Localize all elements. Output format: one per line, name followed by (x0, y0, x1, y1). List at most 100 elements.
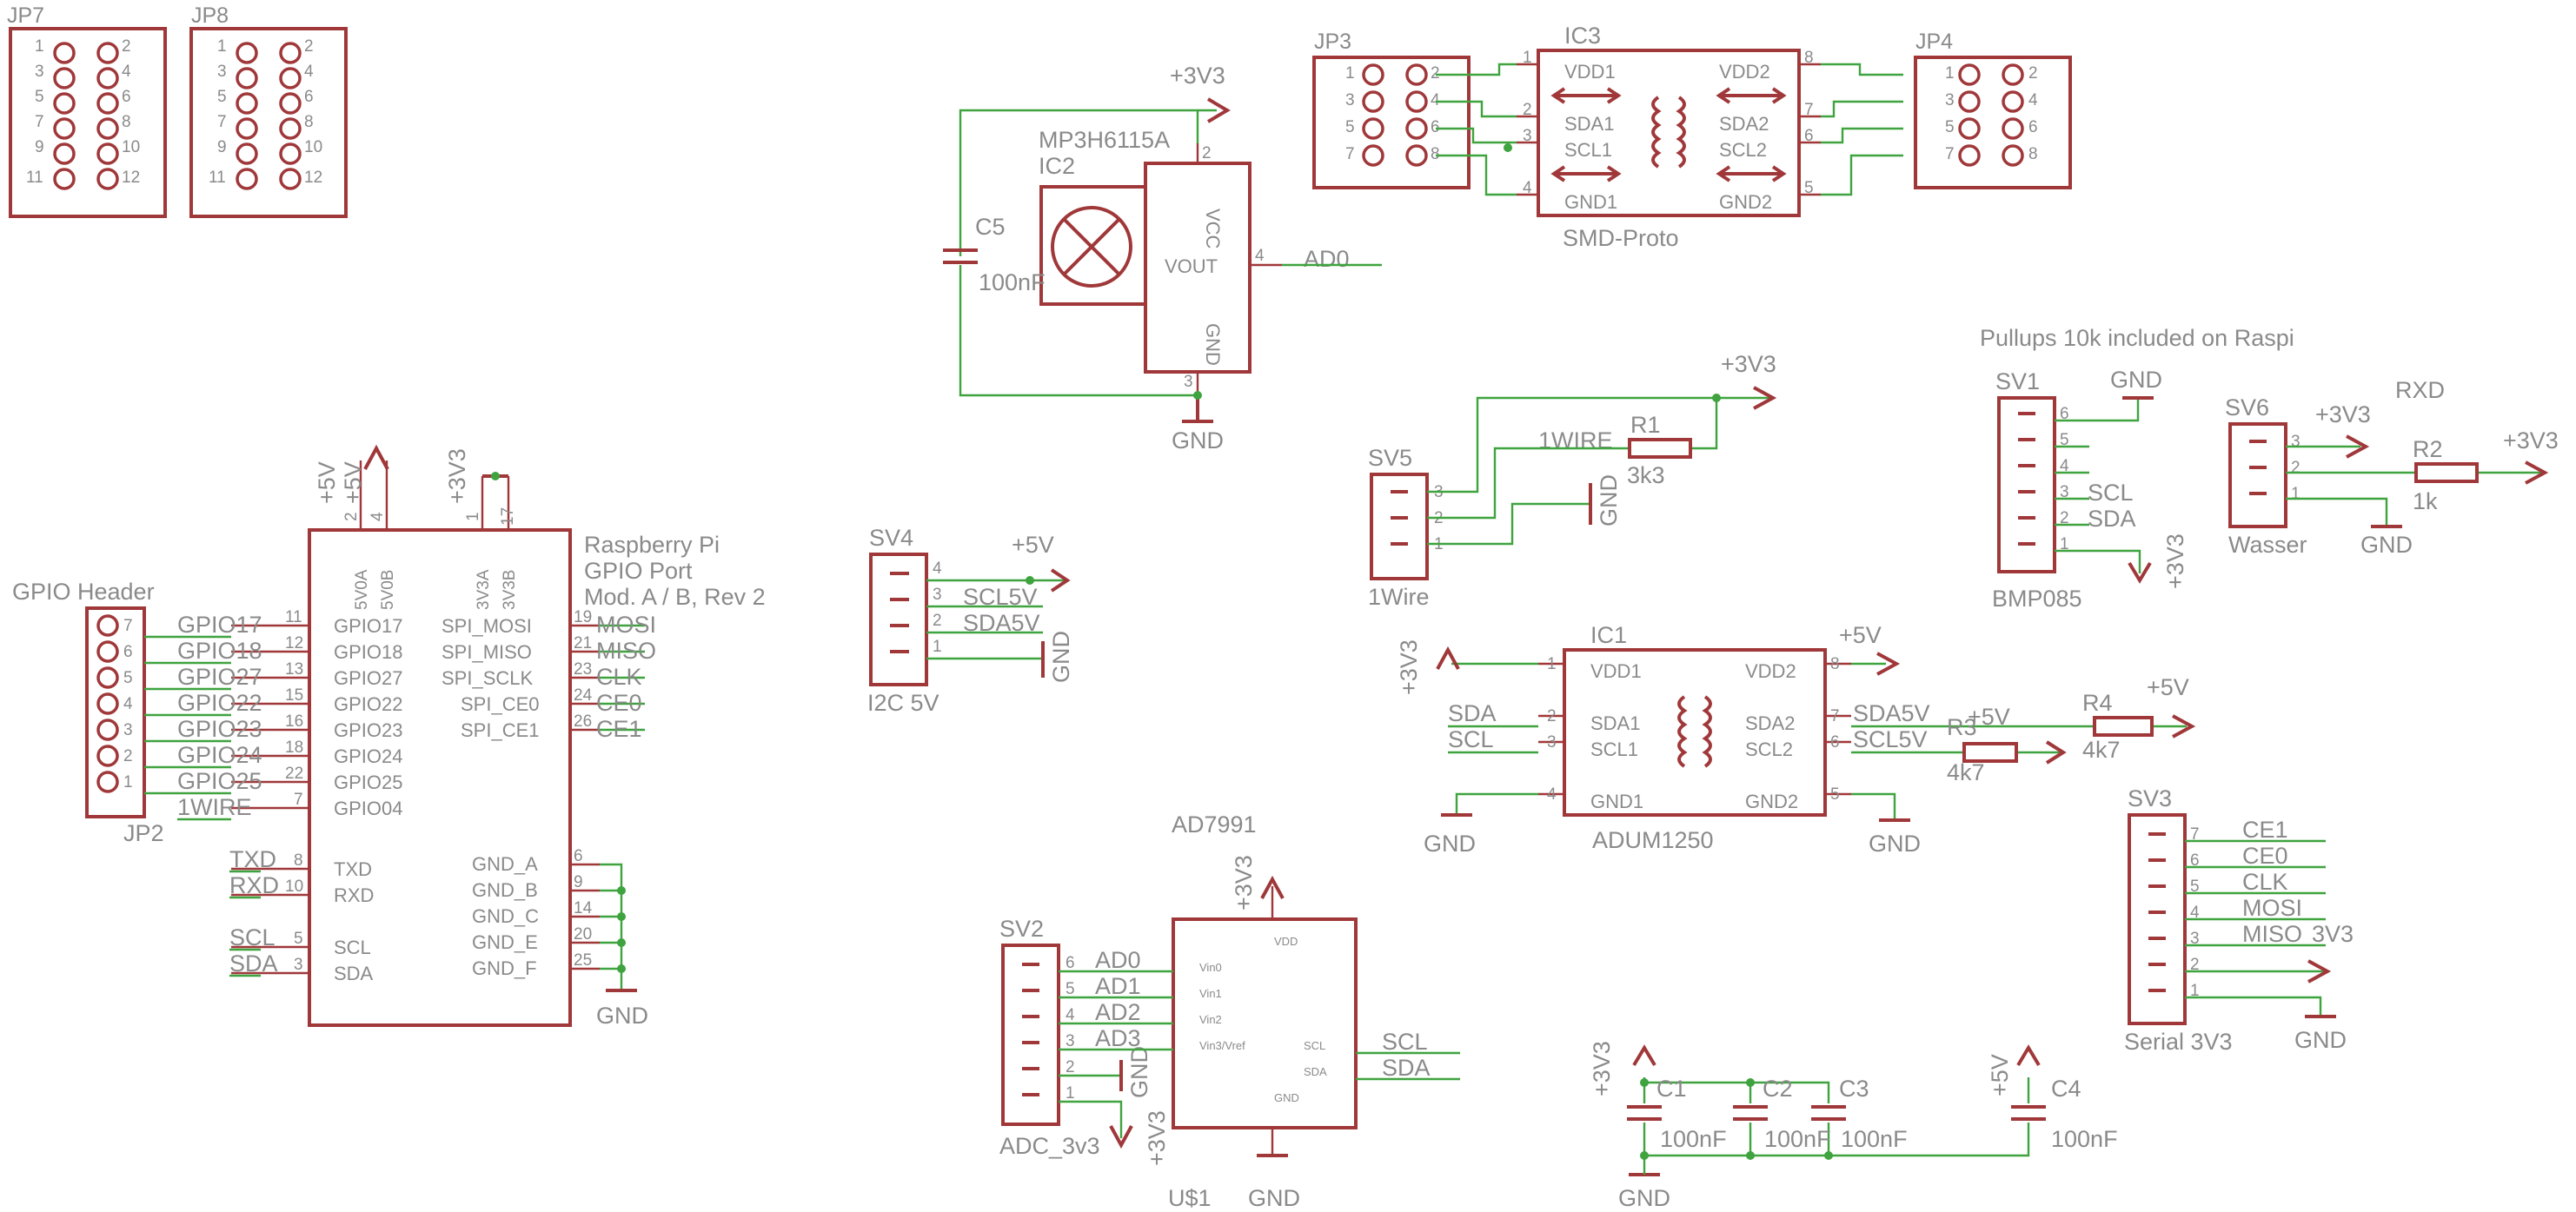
jp7-body (9, 27, 167, 218)
ic1-pin-8: 8 (1830, 655, 1840, 673)
ic3-left-scl1: SCL1 (1564, 139, 1612, 161)
ic2-supply-arrow-icon (1206, 97, 1231, 123)
jp8-pin-6: 6 (304, 88, 314, 106)
ic3-right-vdd2: VDD2 (1719, 61, 1770, 83)
rpi-pin-gnd-a: GND_A (472, 853, 538, 875)
jp7-pin-8: 8 (122, 113, 131, 131)
jp4-header[interactable]: JP4 1 2 3 4 5 6 7 8 (1914, 30, 2072, 189)
jp3-pin-2: 2 (1431, 64, 1440, 83)
c1-capacitor[interactable]: C1 100nF (1627, 1076, 1727, 1152)
rpi-pin-gnd-e: GND_E (472, 931, 538, 953)
jp2-gpio-header[interactable]: GPIO Header JP2 7 6 5 4 3 2 1 (12, 579, 164, 846)
rpi-num-22: 22 (285, 765, 303, 783)
jp3-pin-1: 1 (1345, 64, 1355, 83)
sv3-value: Serial 3V3 (2124, 1029, 2233, 1055)
decoupling-caps[interactable]: +3V3 +5V GND C1 100nF C2 100nF C3 (1589, 1041, 2118, 1211)
jp4-body (1914, 56, 2072, 189)
jp2-pin-2: 2 (123, 747, 133, 765)
jp4-pin-7: 7 (1945, 145, 1955, 163)
net-mosi: MOSI (596, 612, 656, 638)
rpi-title-2: GPIO Port (584, 558, 693, 584)
ic1-net-scl5v: SCL5V (1853, 726, 1928, 752)
u1-ad7991[interactable]: AD7991 U$1 Vin0 Vin1 Vin2 Vin3/Vref VDD … (1168, 811, 1431, 1211)
rpi-pin-gnd-c: GND_C (472, 905, 539, 927)
c3-capacitor[interactable]: C3 100nF (1811, 1076, 1908, 1152)
rpi-pin-rxd: RXD (334, 884, 374, 906)
sv6-wasser-connector[interactable]: SV6 Wasser 3 2 1 +3V3 RXD +3V3 GND (2225, 377, 2559, 558)
u1-pin-vin1: Vin1 (1199, 987, 1222, 1000)
ic2-wiring (959, 97, 1382, 423)
sv6-pin-1: 1 (2291, 485, 2300, 503)
rpi-pin-spi-miso: SPI_MISO (442, 641, 532, 663)
sv2-3v3-arrow-icon (1109, 1125, 1133, 1149)
rpi-num-7: 7 (294, 791, 303, 809)
c5-capacitor[interactable]: C5 100nF (943, 214, 1046, 295)
sv1-value: BMP085 (1992, 586, 2082, 612)
sv1-net-scl: SCL (2088, 480, 2134, 506)
jp7-header[interactable]: JP7 1 2 3 4 5 6 7 8 9 10 11 12 (7, 3, 167, 218)
rpi-pin-gpio27: GPIO27 (334, 667, 402, 689)
ic1-net-scl: SCL (1448, 726, 1494, 752)
rpi-num-13: 13 (285, 660, 303, 679)
rpi-top-pin-5v0a: 5V0A (353, 569, 371, 610)
rpi-num-12: 12 (285, 634, 303, 652)
sv5-1wire-connector[interactable]: SV5 1Wire 3 2 1 +3V3 1WIRE GND (1368, 351, 1776, 610)
sv6-out-arrow-icon (2525, 460, 2549, 485)
rpi-pin-gpio24: GPIO24 (334, 745, 402, 767)
jp4-pin-6: 6 (2028, 118, 2038, 136)
sv3-net-clk: CLK (2242, 869, 2288, 895)
sv1-bmp085-connector[interactable]: Pullups 10k included on Raspi SV1 BMP085… (1980, 325, 2294, 612)
rpi-num-11: 11 (285, 608, 302, 626)
sv2-body (1001, 944, 1060, 1126)
jp3-header[interactable]: JP3 1 2 3 4 5 6 7 8 (1312, 30, 1471, 189)
r3-resistor[interactable]: R3 4k7 +5V (1947, 704, 2018, 785)
sv2-adc-connector[interactable]: SV2 ADC_3v3 6 5 4 3 2 1 AD0 AD1 AD2 AD3 … (999, 916, 1170, 1166)
rpi-pin-spi-mosi: SPI_MOSI (442, 615, 532, 637)
rpi-num-8: 8 (294, 851, 303, 870)
sv1-body (1997, 396, 2056, 573)
rpi-top-num-17: 17 (499, 507, 517, 526)
sv3-net-gnd: GND (2294, 1027, 2347, 1053)
ic3-pin-1: 1 (1523, 49, 1532, 67)
jp2-name: JP2 (123, 820, 164, 846)
sv2-wiring (1059, 970, 1173, 1149)
sv3-pin-4: 4 (2190, 904, 2200, 922)
r1-resistor[interactable]: R1 3k3 (1627, 412, 1692, 488)
c2-capacitor[interactable]: C2 100nF (1733, 1076, 1831, 1152)
ic3-isolator[interactable]: IC3 SMD-Proto VDD1 SDA1 SCL1 GND1 VDD2 S… (1517, 23, 1821, 251)
c1-name: C1 (1656, 1076, 1687, 1102)
jp7-pin-6: 6 (122, 88, 131, 106)
sv6-value: Wasser (2228, 532, 2307, 558)
c5-value: 100nF (979, 269, 1046, 295)
rpi-right-pins (570, 624, 645, 732)
rpi-title-1: Raspberry Pi (584, 532, 720, 558)
sv3-serial-connector[interactable]: SV3 Serial 3V3 7 6 5 4 3 2 1 CE1 CE0 CLK… (2124, 785, 2354, 1055)
sv3-net-mosi: MOSI (2242, 895, 2302, 921)
r2-resistor[interactable]: R2 1k (2413, 436, 2479, 514)
r4-resistor[interactable]: R4 4k7 +5V (2082, 674, 2189, 763)
r2-name: R2 (2413, 436, 2443, 462)
c2-name: C2 (1763, 1076, 1793, 1102)
ic2-name: IC2 (1039, 153, 1075, 179)
c4-capacitor[interactable]: C4 100nF (2011, 1076, 2118, 1152)
jp8-pin-9: 9 (217, 138, 227, 156)
rpi-gpio-port[interactable]: Raspberry Pi GPIO Port Mod. A / B, Rev 2… (177, 444, 766, 1029)
jp4-pin-1: 1 (1945, 64, 1955, 83)
caps-net-5v: +5V (1987, 1054, 2013, 1096)
sv6-net-gnd: GND (2360, 532, 2413, 558)
sv6-net-3v3-b: +3V3 (2503, 427, 2559, 454)
ic1-adum1250[interactable]: IC1 ADUM1250 VDD1 SDA1 SCL1 GND1 VDD2 SD… (1396, 622, 1930, 857)
sv6-net-rxd: RXD (2395, 377, 2445, 403)
r4-value: 4k7 (2082, 737, 2121, 763)
rpi-num-10: 10 (285, 878, 303, 896)
ic3-pin-3: 3 (1523, 127, 1532, 145)
ic2-pin-num-4: 4 (1255, 247, 1265, 265)
ic2-pin-vcc: VCC (1202, 209, 1224, 249)
sv4-i2c-connector[interactable]: SV4 I2C 5V 4 3 2 1 +5V SCL5V SDA5V GND (867, 525, 1074, 716)
jp8-header[interactable]: JP8 1 2 3 4 5 6 7 8 9 10 11 12 (189, 3, 348, 218)
sv4-pin-2: 2 (933, 612, 942, 630)
rpi-num-6: 6 (574, 847, 583, 865)
sv4-5v-arrow-icon (1050, 568, 1071, 593)
jp3-pin-4: 4 (1431, 91, 1440, 109)
ic2-pin-vout: VOUT (1165, 255, 1218, 277)
